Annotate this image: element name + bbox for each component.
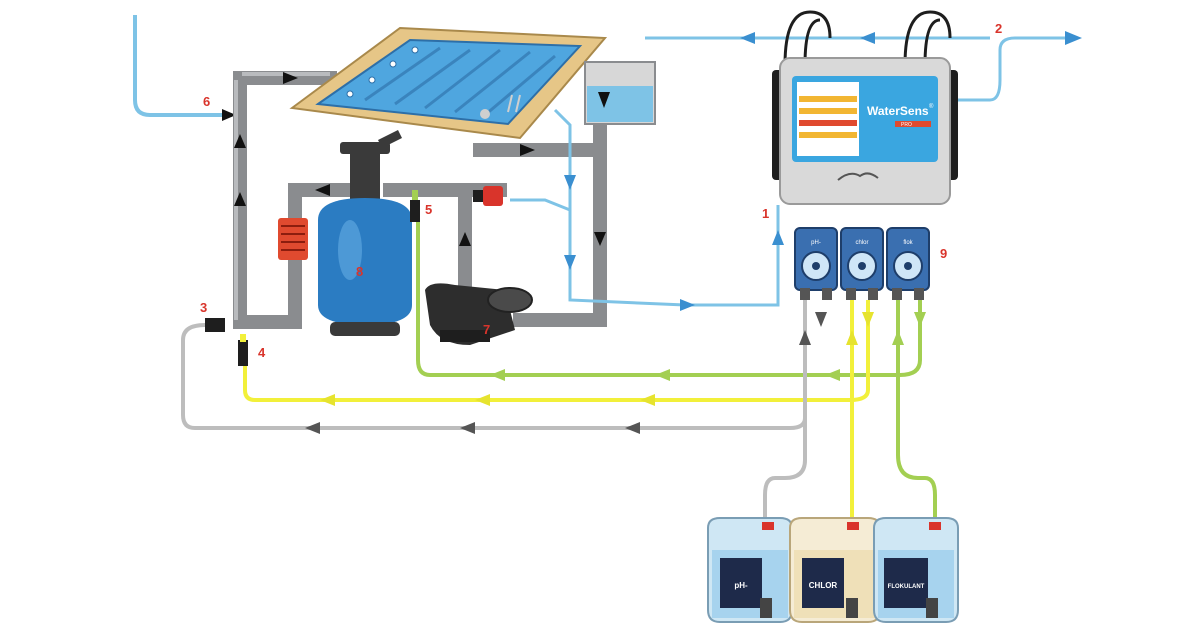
pump2-label: chlor: [855, 240, 868, 246]
label-2: 2: [995, 21, 1002, 36]
controller-brand-mark: ®: [929, 103, 934, 110]
label-8: 8: [356, 264, 363, 279]
sample-water-arrows: [564, 31, 1082, 311]
number-labels: 1 2 3 4 5 6 7 8 9: [200, 21, 1002, 360]
chemical-canister-icon: pH- CHLOR FLOKULANT: [707, 517, 959, 623]
label-7: 7: [483, 322, 490, 337]
canister-ph: pH-: [707, 517, 793, 623]
valve-red: [473, 186, 503, 206]
check-valve-5: [410, 190, 420, 222]
svg-text:FLOKULANT: FLOKULANT: [888, 584, 925, 590]
label-9: 9: [940, 246, 947, 261]
inlet-arrow: [222, 109, 236, 121]
pump3-label: flok: [903, 240, 913, 246]
canister-chlor: CHLOR: [789, 517, 881, 623]
sand-filter-icon: [318, 130, 412, 336]
pipe-flow-arrows: [234, 72, 606, 246]
inlet-water-line: [133, 15, 232, 117]
controller-brand: WaterSens: [867, 104, 929, 118]
label-4: 4: [258, 345, 266, 360]
svg-text:pH-: pH-: [734, 581, 748, 590]
injection-point-4: [238, 334, 248, 366]
controller-icon: WaterSens ® PRO: [772, 10, 958, 205]
balance-tank: [584, 61, 656, 125]
injection-point-3: [205, 318, 225, 332]
label-3: 3: [200, 300, 207, 315]
dosing-arrows: [305, 312, 926, 434]
dosing-lines: [181, 222, 937, 525]
pump1-label: pH-: [811, 240, 821, 246]
svg-text:CHLOR: CHLOR: [809, 581, 838, 590]
heat-exchanger-icon: [278, 218, 308, 260]
canister-flokulant: FLOKULANT: [873, 517, 959, 623]
label-5: 5: [425, 202, 432, 217]
controller-subtitle: PRO: [901, 122, 912, 128]
swimming-pool: [289, 26, 608, 140]
label-6: 6: [203, 94, 210, 109]
circulation-pump-icon: [425, 283, 533, 345]
peristaltic-pump-icon: pH- chlor flok: [794, 227, 930, 300]
label-1: 1: [762, 206, 769, 221]
